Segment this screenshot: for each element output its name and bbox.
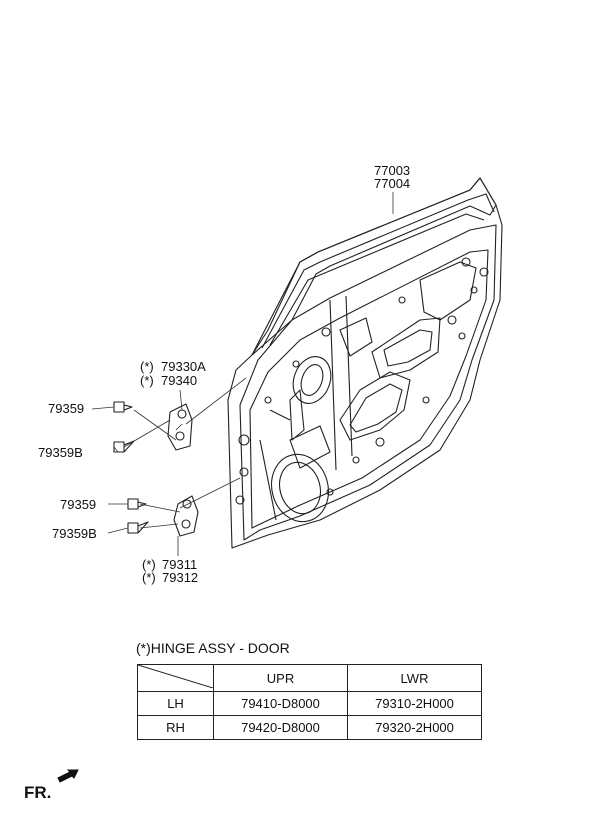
- hinge-table-title: (*)HINGE ASSY - DOOR: [136, 640, 290, 656]
- front-arrow-icon: [57, 769, 79, 783]
- table-cell-upr: 79410-D8000: [213, 691, 348, 716]
- table-cell-lwr: 79320-2H000: [347, 715, 482, 740]
- lower-hinge: [173, 495, 199, 537]
- part-label-lower-bolt-b: 79359B: [52, 526, 97, 541]
- part-label-upper-hinge-2: 79340: [161, 373, 198, 388]
- diagonal-divider: [137, 664, 214, 689]
- part-label-upper-bolt-b: 79359B: [38, 445, 83, 460]
- part-label-upper-hinge-1: 79330A: [161, 359, 206, 374]
- door-inner-panel: [239, 224, 497, 541]
- part-label-lower-hinge-2: 79312: [162, 570, 199, 585]
- asterisk-mark: (*): [142, 557, 156, 572]
- part-label-upper-bolt-a: 79359: [48, 401, 85, 416]
- table-cell-side: RH: [137, 715, 214, 740]
- asterisk-mark: (*): [142, 570, 156, 585]
- part-label-door-2: 77004: [374, 176, 411, 191]
- table-row: LH 79410-D8000 79310-2H000: [137, 691, 482, 716]
- window-frame: [251, 177, 497, 356]
- part-label-lower-hinge-1: 79311: [162, 557, 198, 572]
- bolt-upper-a: [113, 401, 133, 413]
- table-header-upr: UPR: [213, 664, 348, 692]
- part-label-door-1: 77003: [374, 163, 411, 178]
- table-cell-upr: 79420-D8000: [213, 715, 348, 740]
- hinge-table: UPR LWR LH 79410-D8000 79310-2H000 RH 79…: [137, 664, 482, 740]
- table-cell-lwr: 79310-2H000: [347, 691, 482, 716]
- table-header-lwr: LWR: [347, 664, 482, 692]
- bolt-lower-a: [127, 498, 147, 510]
- front-indicator-label: FR.: [24, 783, 52, 802]
- part-label-lower-bolt-a: 79359: [60, 497, 97, 512]
- table-row: RH 79420-D8000 79320-2H000: [137, 715, 482, 740]
- table-header-row: UPR LWR: [137, 664, 482, 692]
- asterisk-mark: (*): [140, 373, 154, 388]
- door-outer-panel: [227, 177, 503, 549]
- asterisk-mark: (*): [140, 359, 154, 374]
- table-cell-side: LH: [137, 691, 214, 716]
- table-corner-cell: [137, 664, 214, 692]
- upper-hinge: [167, 403, 193, 451]
- speaker-opening: [271, 453, 329, 523]
